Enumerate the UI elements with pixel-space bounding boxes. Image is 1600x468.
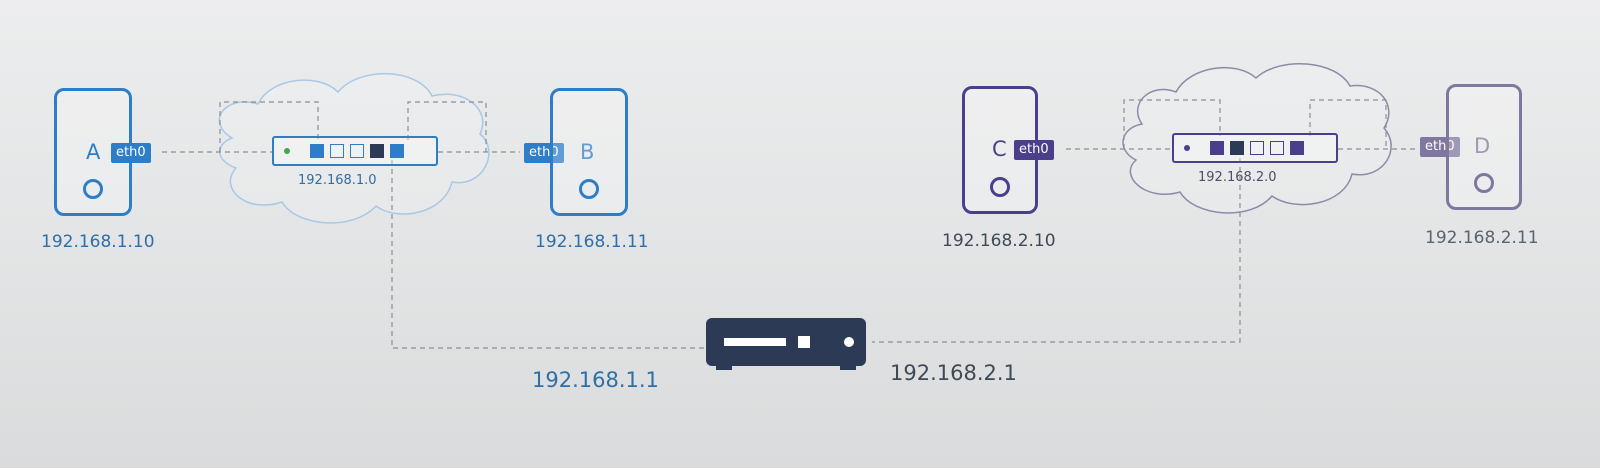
port-icon: [1250, 141, 1264, 155]
host-d[interactable]: [1446, 84, 1522, 210]
network-switch-icon: [1172, 133, 1338, 163]
status-led-icon: [1184, 145, 1190, 151]
host-b-ip: 192.168.1.11: [535, 232, 649, 252]
power-button-icon: [1474, 173, 1494, 193]
host-c-label: C: [992, 137, 1007, 161]
port-icon: [1210, 141, 1224, 155]
router-right-ip: 192.168.2.1: [890, 361, 1017, 385]
port-icon: [350, 144, 364, 158]
port-icon: [330, 144, 344, 158]
host-c-ip: 192.168.2.10: [942, 231, 1056, 251]
host-d-ip: 192.168.2.11: [1425, 228, 1539, 248]
port-icon: [1290, 141, 1304, 155]
cloud-icon: [1122, 62, 1392, 214]
host-d-label: D: [1474, 134, 1491, 158]
host-a-label: A: [86, 140, 101, 164]
host-b[interactable]: [550, 88, 628, 216]
port-icon: [1230, 141, 1244, 155]
link-lines: [162, 99, 1416, 349]
host-c-interface: eth0: [1014, 140, 1054, 160]
power-button-icon: [579, 179, 599, 199]
port-icon: [390, 144, 404, 158]
cloud-icon: [218, 73, 490, 224]
router-left-ip: 192.168.1.1: [532, 368, 659, 392]
network-right-address: 192.168.2.0: [1198, 170, 1277, 185]
status-led-icon: [284, 148, 290, 154]
router-icon[interactable]: [706, 318, 866, 370]
network-switch-icon: [272, 136, 438, 166]
power-button-icon: [83, 179, 103, 199]
host-a-ip: 192.168.1.10: [41, 232, 155, 252]
host-a-interface: eth0: [111, 143, 151, 163]
network-left-address: 192.168.1.0: [298, 173, 377, 188]
port-icon: [370, 144, 384, 158]
port-icon: [310, 144, 324, 158]
power-button-icon: [990, 177, 1010, 197]
port-icon: [1270, 141, 1284, 155]
host-b-label: B: [580, 140, 595, 164]
